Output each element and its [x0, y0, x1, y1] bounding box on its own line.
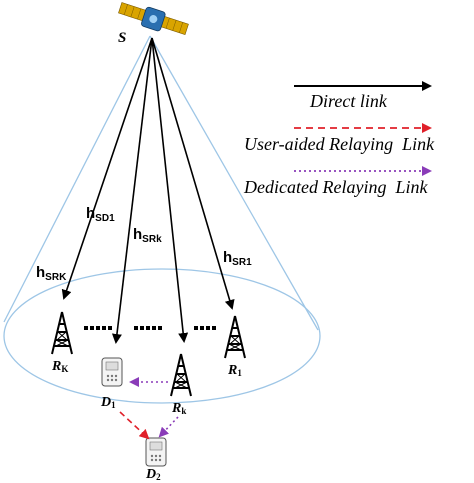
channel-label-h-sd1: hSD1: [86, 205, 115, 224]
relay-label-r1: R1: [227, 363, 242, 378]
user-terminal-d2-icon: [145, 437, 167, 467]
satellite-label: S: [118, 30, 126, 46]
relay-label-rK: RK: [51, 359, 68, 374]
user-terminal-d1-icon: [101, 357, 123, 387]
link-to-rk: [151, 37, 189, 343]
user-label-d2: D2: [145, 467, 161, 482]
dedicated-link-rk-to-d2: [158, 416, 179, 438]
satellite-links: [61, 37, 235, 344]
beam-coverage: [3, 35, 321, 404]
legend-user-aided-label: User-aided Relaying Link: [244, 134, 435, 154]
legend: Direct link User-aided Relaying Link Ded…: [243, 81, 435, 197]
link-to-rK: [61, 37, 153, 300]
link-to-d1: [111, 37, 153, 344]
link-to-r1: [151, 37, 235, 310]
channel-label-h-srK: hSRK: [36, 264, 67, 283]
relay-label-rk: Rk: [171, 401, 186, 416]
relay-ellipsis: [84, 326, 216, 330]
legend-dedicated-label: Dedicated Relaying Link: [243, 177, 428, 197]
legend-direct-label: Direct link: [309, 91, 388, 111]
relay-tower-r1-icon: [224, 315, 246, 359]
user-aided-link-d1-to-d2: [119, 411, 150, 440]
channel-label-h-sr1: hSR1: [223, 249, 252, 268]
user-label-d1: D1: [100, 395, 116, 410]
satellite-icon: [118, 2, 189, 35]
relay-tower-rK-icon: [51, 311, 73, 355]
relay-tower-rk-icon: [170, 353, 192, 397]
channel-label-h-srk: hSRk: [133, 226, 162, 245]
